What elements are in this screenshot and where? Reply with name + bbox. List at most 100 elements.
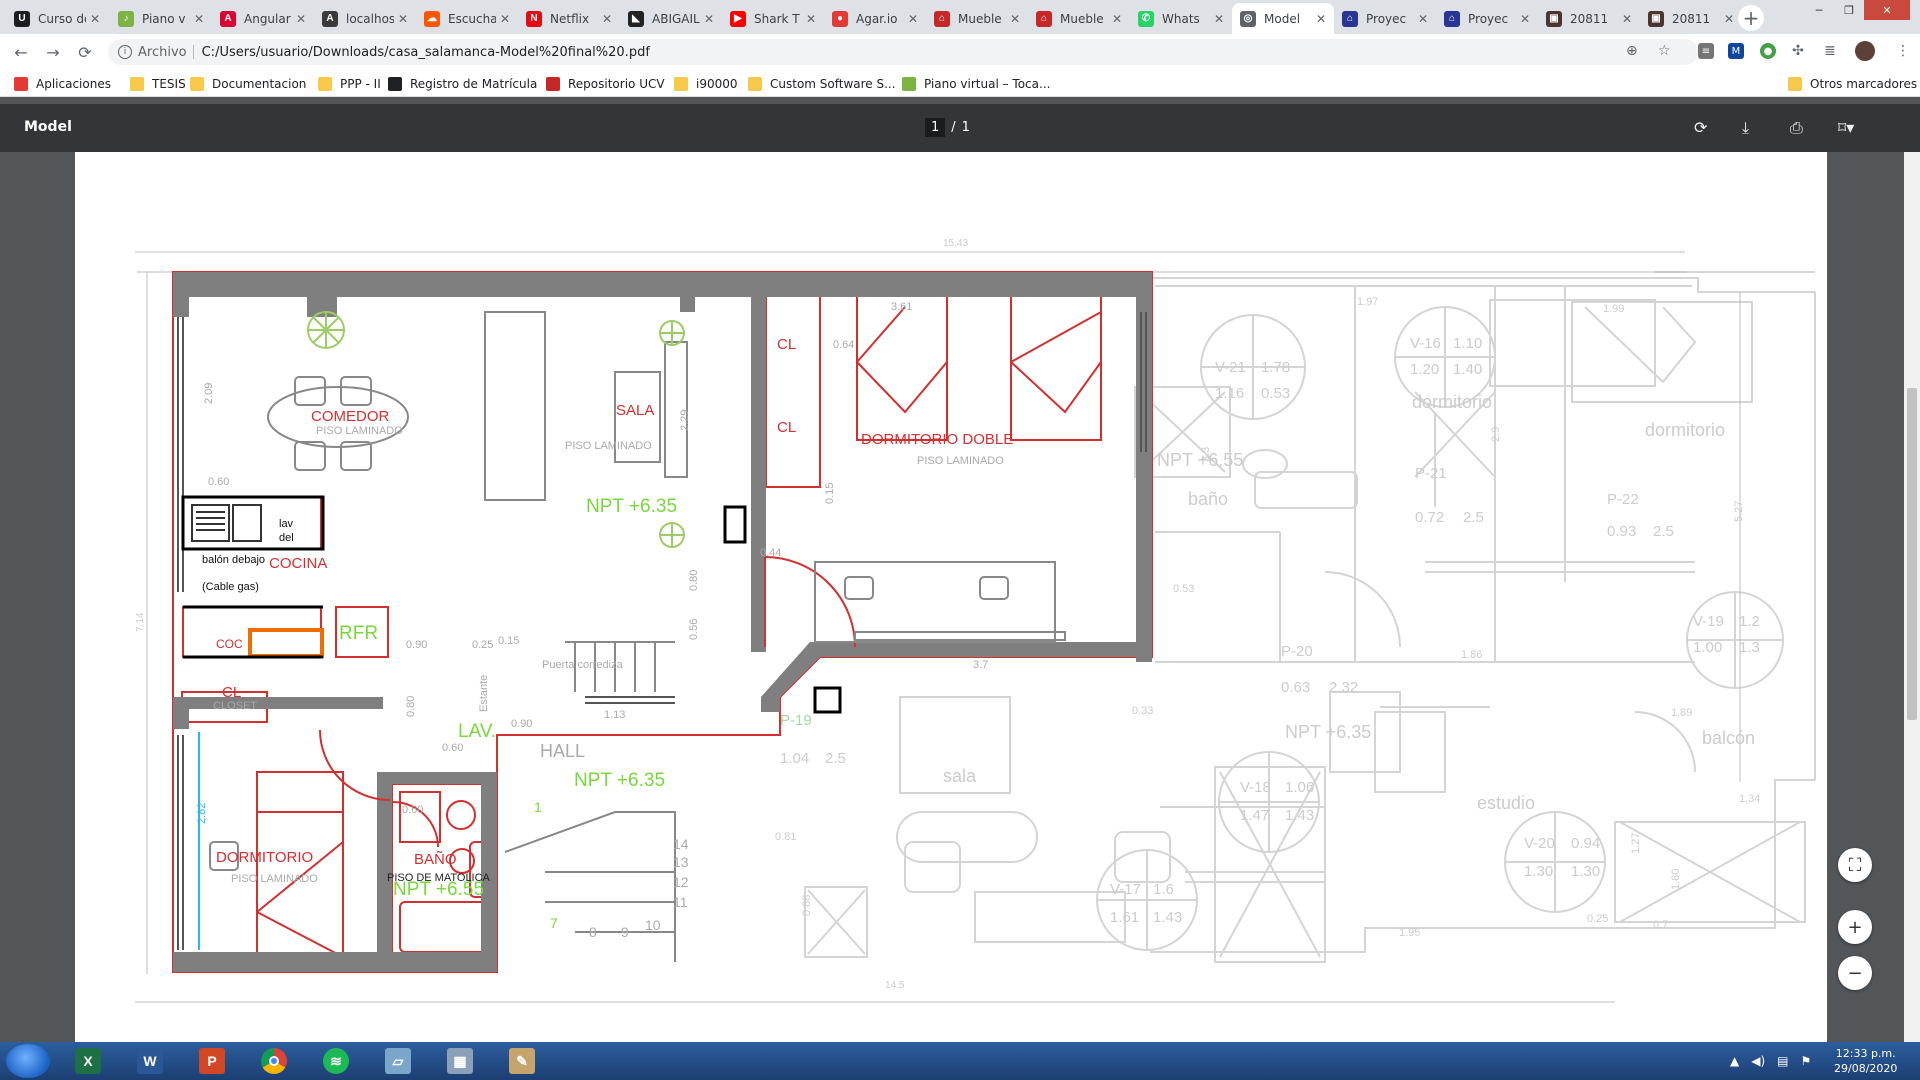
tab-close-icon[interactable]: ✕	[499, 11, 510, 26]
minimize-button[interactable]: ─	[1815, 3, 1823, 17]
tab-close-icon[interactable]: ✕	[703, 11, 714, 26]
bookmark-2[interactable]: Documentacion	[190, 75, 306, 93]
new-tab-button[interactable]: +	[1738, 5, 1764, 31]
tab-close-icon[interactable]: ✕	[1111, 11, 1122, 26]
taskbar-paint[interactable]: ✎	[496, 1045, 548, 1077]
tab-close-icon[interactable]: ✕	[1621, 11, 1632, 26]
tab-close-icon[interactable]: ✕	[1417, 11, 1428, 26]
tab-1[interactable]: ♪Piano v✕	[110, 3, 212, 34]
taskbar-clock[interactable]: 12:33 p.m. 29/08/2020	[1834, 1046, 1897, 1076]
media-controls-icon[interactable]: ≣	[1824, 43, 1836, 59]
bookmark-7[interactable]: Custom Software S...	[748, 75, 896, 93]
taskbar-calculator[interactable]: ▦	[434, 1045, 486, 1077]
tab-16[interactable]: ▣20811✕	[1640, 3, 1742, 34]
tab-15[interactable]: ▣20811✕	[1538, 3, 1640, 34]
tray-expand-icon[interactable]: ▲	[1730, 1054, 1740, 1068]
bookmark-3[interactable]: PPP - II	[318, 75, 381, 93]
bookmark-0[interactable]: Aplicaciones	[14, 75, 111, 93]
reload-button[interactable]: ⟳	[78, 42, 92, 62]
browser-menu-icon[interactable]: ⋮	[1896, 43, 1910, 59]
taskbar-spotify[interactable]: ≋	[310, 1045, 362, 1077]
bookmark-menu-icon[interactable]: ⌑▾	[1838, 118, 1855, 137]
tab-close-icon[interactable]: ✕	[1519, 11, 1530, 26]
bookmark-5[interactable]: Repositorio UCV	[546, 75, 665, 93]
doc-icon: ▣	[1546, 10, 1562, 27]
zoom-out-button[interactable]: −	[1838, 956, 1872, 990]
tab-close-icon[interactable]: ✕	[1723, 11, 1734, 26]
tab-9[interactable]: ⌂Mueble✕	[926, 3, 1028, 34]
back-button[interactable]: ←	[14, 42, 28, 62]
taskbar-powerpoint[interactable]: P	[186, 1045, 238, 1077]
network-icon[interactable]: ▤	[1777, 1054, 1789, 1068]
maximize-button[interactable]: ❐	[1844, 3, 1854, 17]
fit-page-button[interactable]: ⛶	[1838, 848, 1872, 882]
word-icon: W	[137, 1048, 163, 1074]
tab-close-icon[interactable]: ✕	[907, 11, 918, 26]
tab-close-icon[interactable]: ✕	[601, 11, 612, 26]
tab-6[interactable]: ◣ABIGAIL✕	[620, 3, 722, 34]
tab-7[interactable]: ▶Shark T✕	[722, 3, 824, 34]
left-plan-green-text: NPT +6.35 NPT +6.35 NPT +6.55 RFR LAV. 1…	[339, 496, 677, 931]
tab-3[interactable]: Alocalhost✕	[314, 3, 416, 34]
tab-4[interactable]: ☁Escucha✕	[416, 3, 518, 34]
rotate-icon[interactable]: ⟳	[1694, 118, 1708, 137]
pdf-viewer[interactable]: 15.43 14.5 7.14 1.97 1.99 V-21 1.78 1.16…	[0, 152, 1920, 1042]
scrollbar-thumb[interactable]	[1907, 388, 1917, 720]
plants	[307, 311, 685, 548]
label-v21: V-21	[1215, 359, 1246, 376]
bookmark-star-icon[interactable]: ☆	[1658, 43, 1671, 59]
vertical-scrollbar[interactable]	[1904, 152, 1920, 1042]
tab-14[interactable]: ⌂Proyec✕	[1436, 3, 1538, 34]
label-step-11: 11	[673, 894, 688, 910]
tab-close-icon[interactable]: ✕	[397, 11, 408, 26]
extension-green-icon[interactable]: ●	[1760, 43, 1776, 59]
bookmark-1[interactable]: TESIS	[130, 75, 186, 93]
tab-close-icon[interactable]: ✕	[1009, 11, 1020, 26]
tab-close-icon[interactable]: ✕	[89, 11, 100, 26]
other-bookmarks[interactable]: Otros marcadores	[1788, 75, 1917, 93]
taskbar-word[interactable]: W	[124, 1045, 176, 1077]
close-window-button[interactable]: ✕	[1864, 0, 1910, 20]
other-bookmarks-label: Otros marcadores	[1810, 77, 1918, 91]
extension-m-icon[interactable]: M	[1728, 43, 1744, 59]
tab-10[interactable]: ⌂Mueble✕	[1028, 3, 1130, 34]
profile-avatar[interactable]	[1855, 41, 1875, 61]
zoom-in-button[interactable]: +	[1838, 910, 1872, 944]
tab-close-icon[interactable]: ✕	[1315, 11, 1326, 26]
tab-close-icon[interactable]: ✕	[805, 11, 816, 26]
tab-8[interactable]: ●Agar.io✕	[824, 3, 926, 34]
volume-icon[interactable]: ◀)	[1751, 1054, 1766, 1068]
page-current-input[interactable]: 1	[925, 118, 946, 137]
label-piso-matolica: PISO DE MATOLICA	[387, 872, 491, 884]
tab-close-icon[interactable]: ✕	[193, 11, 204, 26]
tab-12[interactable]: ◎Model✕	[1232, 3, 1334, 34]
bookmark-8[interactable]: Piano virtual – Toca...	[902, 75, 1050, 93]
taskbar-chrome[interactable]	[248, 1045, 300, 1077]
download-icon[interactable]: ⤓	[1742, 118, 1750, 137]
tab-close-icon[interactable]: ✕	[1213, 11, 1224, 26]
dim-060-b: 0.60	[402, 804, 423, 816]
taskbar-excel[interactable]: X	[62, 1045, 114, 1077]
start-button[interactable]	[6, 1044, 50, 1078]
bookmark-6[interactable]: i90000	[674, 75, 738, 93]
extensions-puzzle-icon[interactable]: ✣	[1792, 43, 1804, 59]
taskbar-notes[interactable]: ▱	[372, 1045, 424, 1077]
info-icon[interactable]: i	[118, 45, 132, 59]
tab-close-icon[interactable]: ✕	[295, 11, 306, 26]
print-icon[interactable]: ⎙	[1790, 118, 1803, 137]
bookmark-4[interactable]: Registro de Matrícula	[388, 75, 537, 93]
forward-button[interactable]: →	[46, 42, 60, 62]
label-v18-h: 1.47	[1240, 807, 1269, 824]
tab-13[interactable]: ⌂Proyec✕	[1334, 3, 1436, 34]
tab-11[interactable]: ✆Whats✕	[1130, 3, 1232, 34]
address-bar[interactable]: i Archivo C:/Users/usuario/Downloads/cas…	[108, 39, 1698, 65]
bookmark-label: Aplicaciones	[36, 77, 111, 91]
action-center-icon[interactable]: ⚑	[1800, 1054, 1812, 1068]
zoom-icon[interactable]: ⊕	[1626, 43, 1638, 59]
label-p21-h: 2.5	[1463, 509, 1484, 526]
youtube-icon: ▶	[730, 10, 746, 27]
extension-stack-icon[interactable]: ≡	[1698, 43, 1714, 59]
